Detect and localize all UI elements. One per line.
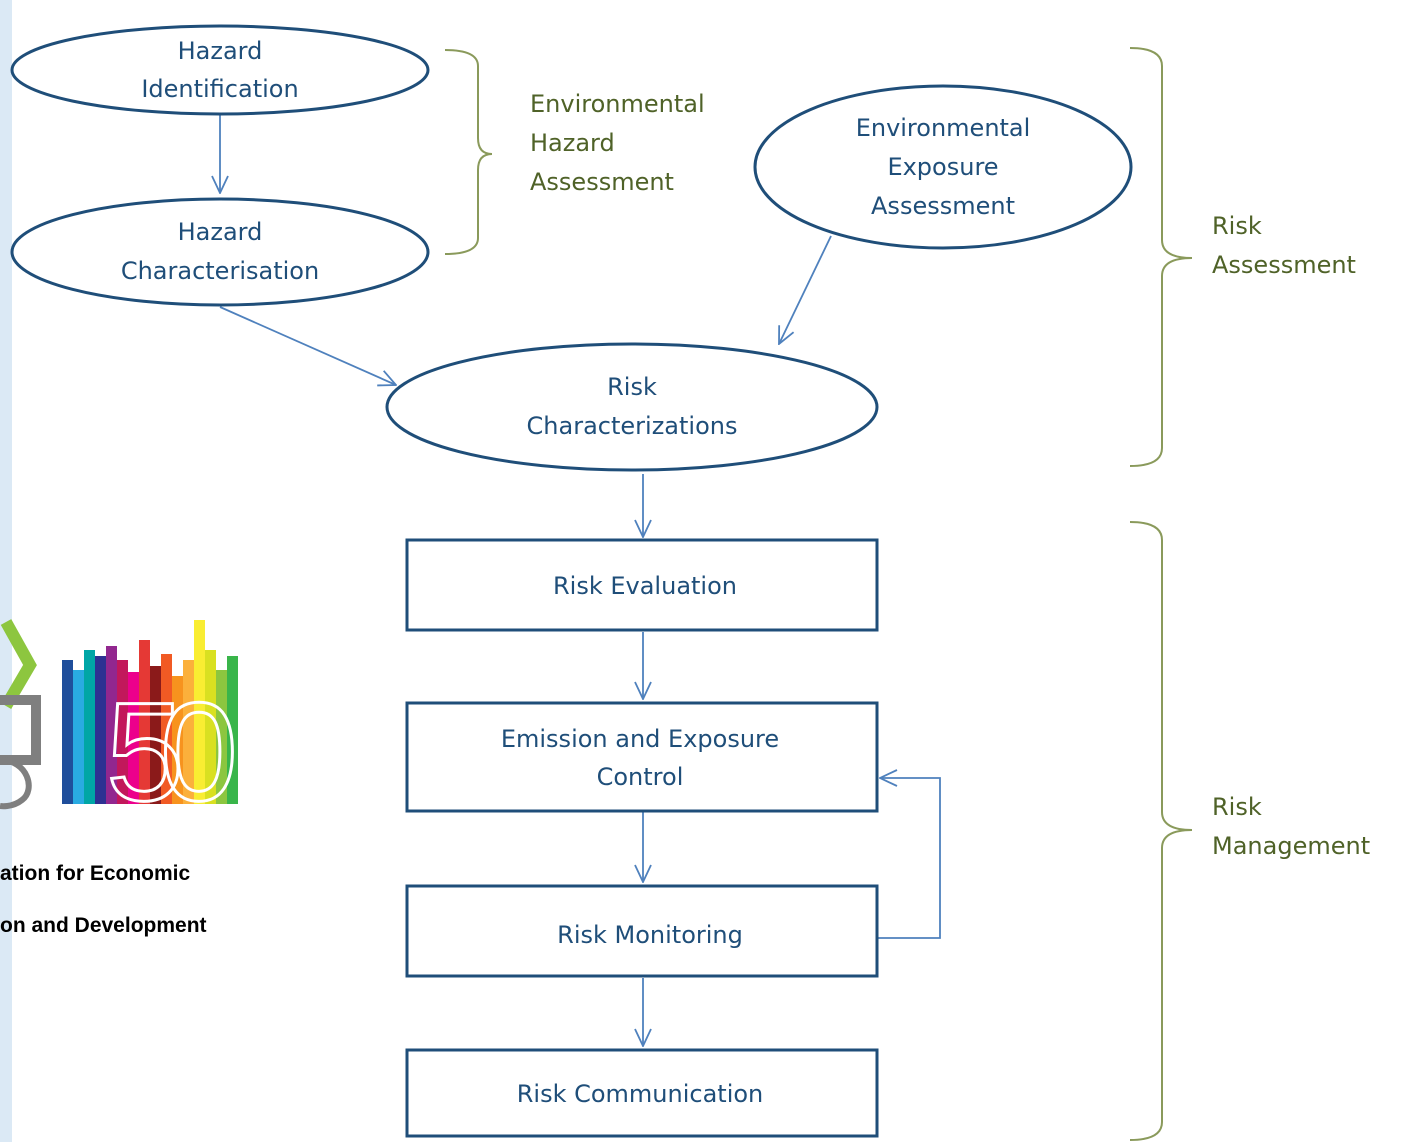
node-environmental-exposure-assessment: Environmental Exposure Assessment [753, 84, 1133, 250]
node-risk-characterizations: Risk Characterizations [385, 342, 879, 472]
group-label-risk-management: Risk Management [1212, 793, 1370, 860]
node-label-line: Characterizations [527, 412, 738, 440]
node-label-line: Risk Evaluation [553, 572, 737, 600]
arrow-characterisation-to-risk-characterizations [219, 306, 396, 385]
group-label-line: Risk [1212, 212, 1262, 240]
node-label-line: Assessment [871, 192, 1015, 220]
node-risk-communication: Risk Communication [405, 1048, 879, 1138]
node-risk-monitoring: Risk Monitoring [405, 884, 879, 978]
connectors [219, 112, 941, 1046]
org-name-line-1: ation for Economic [0, 862, 191, 885]
group-label-line: Risk [1212, 793, 1262, 821]
group-label-line: Management [1212, 832, 1370, 860]
node-label-line: Characterisation [121, 257, 319, 285]
group-label-line: Environmental [530, 90, 705, 118]
feedback-monitoring-to-control [878, 778, 941, 939]
group-label-line: Hazard [530, 129, 615, 157]
node-label-line: Risk Monitoring [557, 921, 743, 949]
node-label-line: Exposure [887, 153, 998, 181]
oecd-50-logo: 5 0 [0, 619, 239, 832]
svg-text:5: 5 [106, 673, 184, 830]
group-label-line: Assessment [530, 168, 674, 196]
bracket-environmental-hazard-assessment [444, 49, 493, 255]
node-hazard-characterisation: Hazard Characterisation [10, 197, 430, 307]
node-label-line: Risk [607, 373, 657, 401]
node-emission-exposure-control: Emission and Exposure Control [405, 701, 879, 813]
node-hazard-identification: Hazard Identification [10, 24, 430, 116]
arrow-exposure-to-risk-characterizations [779, 235, 832, 344]
node-label-line: Hazard [178, 218, 263, 246]
group-label-risk-assessment: Risk Assessment [1212, 212, 1356, 279]
sidebar-strip-bottom [0, 565, 12, 1142]
node-label-line: Identification [141, 75, 298, 103]
node-label-line: Risk Communication [517, 1080, 764, 1108]
node-label-line: Hazard [178, 37, 263, 65]
node-risk-evaluation: Risk Evaluation [405, 538, 879, 632]
org-name-line-2: on and Development [0, 914, 207, 937]
group-label-environmental-hazard-assessment: Environmental Hazard Assessment [530, 90, 705, 196]
node-label-line: Environmental [856, 114, 1031, 142]
svg-text:0: 0 [160, 673, 238, 830]
bracket-risk-management [1129, 521, 1193, 1141]
group-label-line: Assessment [1212, 251, 1356, 279]
node-label-line: Emission and Exposure [501, 725, 779, 753]
sidebar-strip-top [0, 0, 12, 565]
bracket-risk-assessment [1129, 47, 1193, 467]
node-label-line: Control [597, 763, 684, 791]
